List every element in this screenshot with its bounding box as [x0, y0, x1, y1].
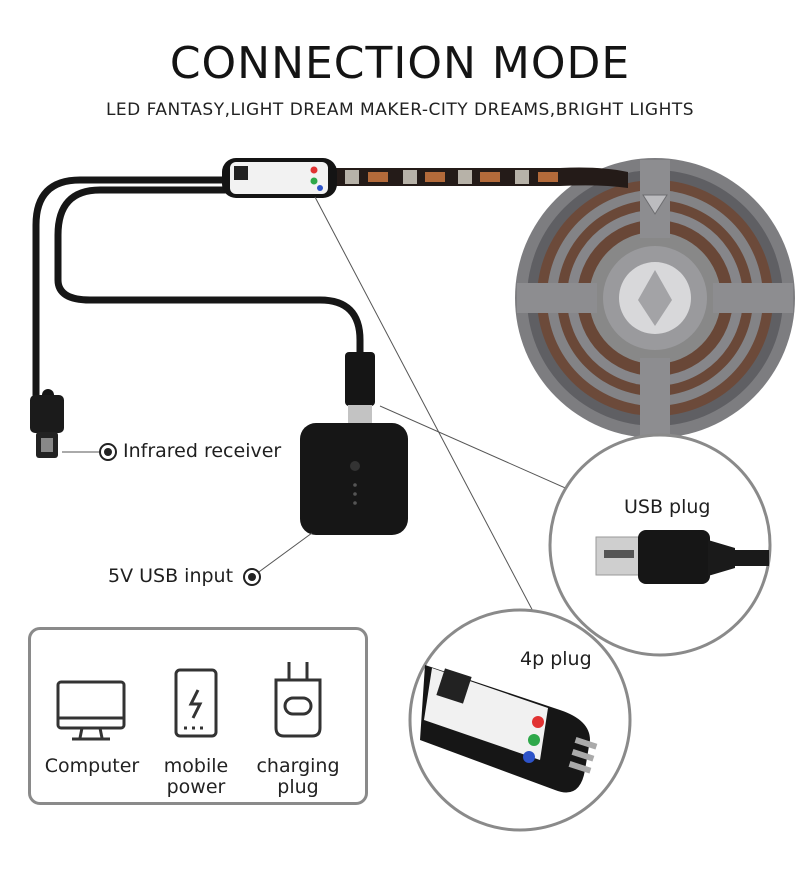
- usb-plug-icon: [548, 433, 772, 657]
- page-subtitle: LED FANTASY,LIGHT DREAM MAKER-CITY DREAM…: [105, 100, 695, 120]
- usb-cable-plug: [345, 352, 375, 427]
- power-bank: [300, 423, 408, 535]
- charging-plug-label-line1: charging: [256, 755, 340, 777]
- infrared-receiver-label: Infrared receiver: [123, 440, 282, 462]
- mobile-power-label-line2: power: [166, 776, 226, 798]
- power-bank-icon: [174, 668, 218, 738]
- charging-plug-label: charging plug: [248, 756, 348, 798]
- infrared-receiver-plug: [30, 395, 64, 458]
- charging-plug-icon: [274, 662, 322, 738]
- computer-label-line1: Computer: [44, 755, 140, 777]
- led-strip: [320, 167, 628, 188]
- four-pin-plug-zoom: [408, 608, 632, 832]
- computer-label: Computer: [42, 756, 142, 777]
- mobile-power-label: mobile power: [150, 756, 242, 798]
- computer-icon: [56, 680, 126, 741]
- led-reel-icon: [515, 158, 795, 438]
- page-title: CONNECTION MODE: [169, 38, 631, 89]
- power-source-box: [28, 627, 368, 805]
- controller-icon: [222, 158, 337, 198]
- usb-plug-label: USB plug: [624, 496, 711, 518]
- four-pin-plug-label: 4p plug: [520, 648, 592, 670]
- charging-plug-label-line2: plug: [277, 776, 319, 798]
- cables: [32, 176, 364, 406]
- usb-input-label: 5V USB input: [108, 565, 234, 587]
- mobile-power-label-line1: mobile: [163, 755, 229, 777]
